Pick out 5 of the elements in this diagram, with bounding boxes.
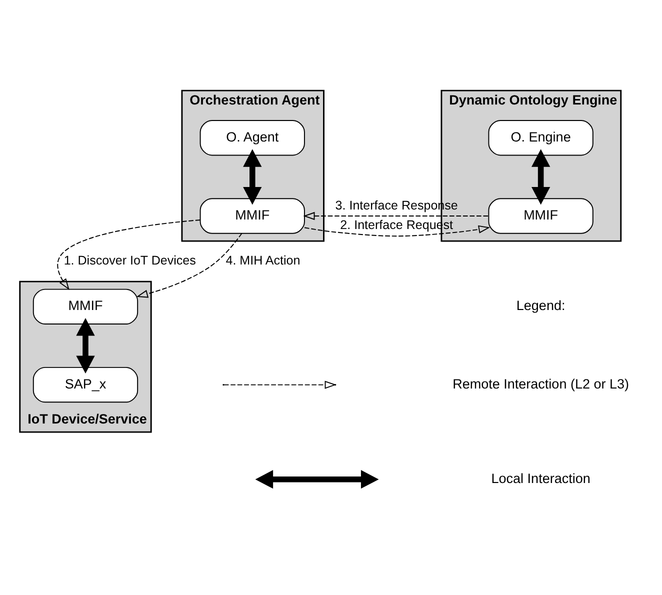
edge-label: 1. Discover IoT Devices [64,254,196,268]
edge-label: 4. MIH Action [226,254,300,268]
legend-label: Local Interaction [491,470,590,486]
legend-label: Remote Interaction (L2 or L3) [452,376,629,392]
label: Legend: [516,298,566,314]
